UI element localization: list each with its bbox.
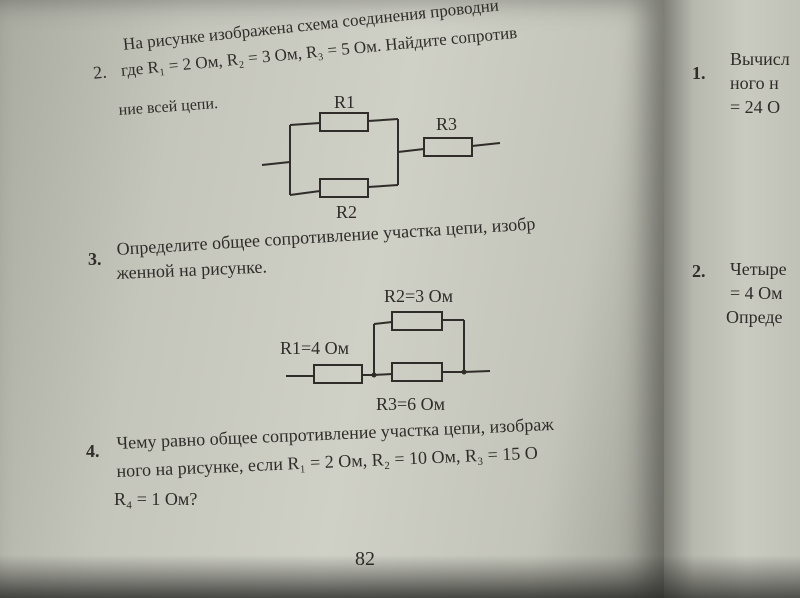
problem-3-number: 3. (88, 249, 102, 269)
right-item-1-line-1: Вычисл (730, 49, 790, 69)
resistor-r2 (319, 178, 369, 198)
wire-out (471, 142, 501, 147)
resistor-r3 (423, 137, 473, 157)
right-item-1-line-2: ного н (730, 73, 779, 93)
wire-in (261, 161, 291, 166)
wire (367, 118, 399, 122)
right-item-2-number: 2. (692, 261, 706, 281)
label-r1: R1 (334, 92, 355, 112)
label-r3: R3=6 Ом (376, 394, 445, 414)
wire (373, 373, 393, 376)
wire (289, 122, 321, 126)
wire-out (463, 370, 491, 373)
right-item-1-line-3: = 24 О (730, 97, 781, 117)
label-r3: R3 (436, 114, 457, 134)
problem-4-line-3: R₄ = 1 Ом? (114, 489, 198, 509)
wire (289, 190, 321, 196)
resistor-r1 (319, 112, 369, 132)
label-r1: R1=4 Ом (280, 338, 349, 358)
circuit-diagram-problem-2 (261, 112, 501, 198)
label-r2: R2=3 Ом (384, 286, 453, 306)
label-r2: R2 (336, 202, 357, 222)
resistor-r1 (313, 364, 363, 384)
wire (397, 148, 425, 153)
bottom-shadow (0, 555, 800, 598)
wire (373, 321, 393, 325)
junction-left (371, 372, 377, 378)
circuit-diagram-problem-3 (286, 311, 491, 384)
right-page (664, 0, 800, 598)
problem-4-number: 4. (86, 441, 100, 461)
right-item-1-number: 1. (692, 63, 706, 83)
left-page (0, 0, 664, 598)
right-item-2-line-1: Четыре (730, 259, 787, 279)
right-item-2-line-2: = 4 Ом (730, 283, 783, 303)
resistor-r3 (391, 362, 443, 382)
wire (367, 184, 399, 188)
right-item-2-line-3: Опреде (726, 307, 783, 327)
junction-right (461, 369, 467, 375)
resistor-r2 (391, 311, 443, 331)
